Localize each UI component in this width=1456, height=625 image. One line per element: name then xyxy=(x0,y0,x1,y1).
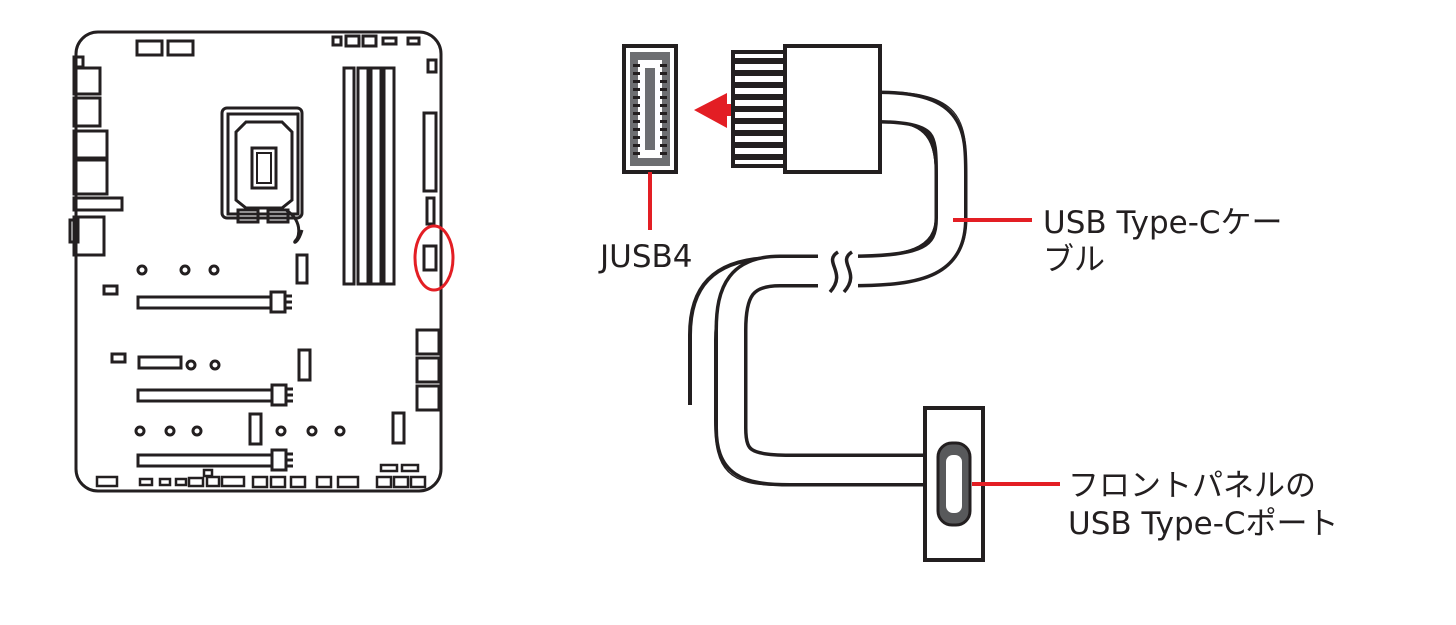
jusb4-header-socket xyxy=(622,44,678,230)
port-label-line2: USB Type-Cポート xyxy=(1068,506,1339,542)
pcie-slots xyxy=(136,290,293,472)
highlight-circle xyxy=(413,224,455,292)
motherboard-illustration xyxy=(68,30,443,493)
jusb4-label: JUSB4 xyxy=(598,239,693,275)
cable-band xyxy=(714,90,968,487)
cpu-socket xyxy=(220,106,304,244)
insert-arrow-icon xyxy=(694,93,745,128)
bottom-headers xyxy=(95,463,427,489)
port-label-line1: フロントパネルの xyxy=(1068,468,1316,504)
rear-io-ports xyxy=(68,55,124,257)
cable-plug-header-end xyxy=(731,44,882,174)
motherboard-board xyxy=(74,30,443,493)
dimm-slots xyxy=(342,66,396,286)
mounting-holes xyxy=(134,264,346,437)
cable-label-line1: USB Type-Cケー xyxy=(1043,205,1283,241)
cable-label-line2: ブル xyxy=(1043,242,1105,278)
front-panel-usb-c-port xyxy=(923,406,985,562)
jusb4-header-on-board xyxy=(422,244,438,272)
